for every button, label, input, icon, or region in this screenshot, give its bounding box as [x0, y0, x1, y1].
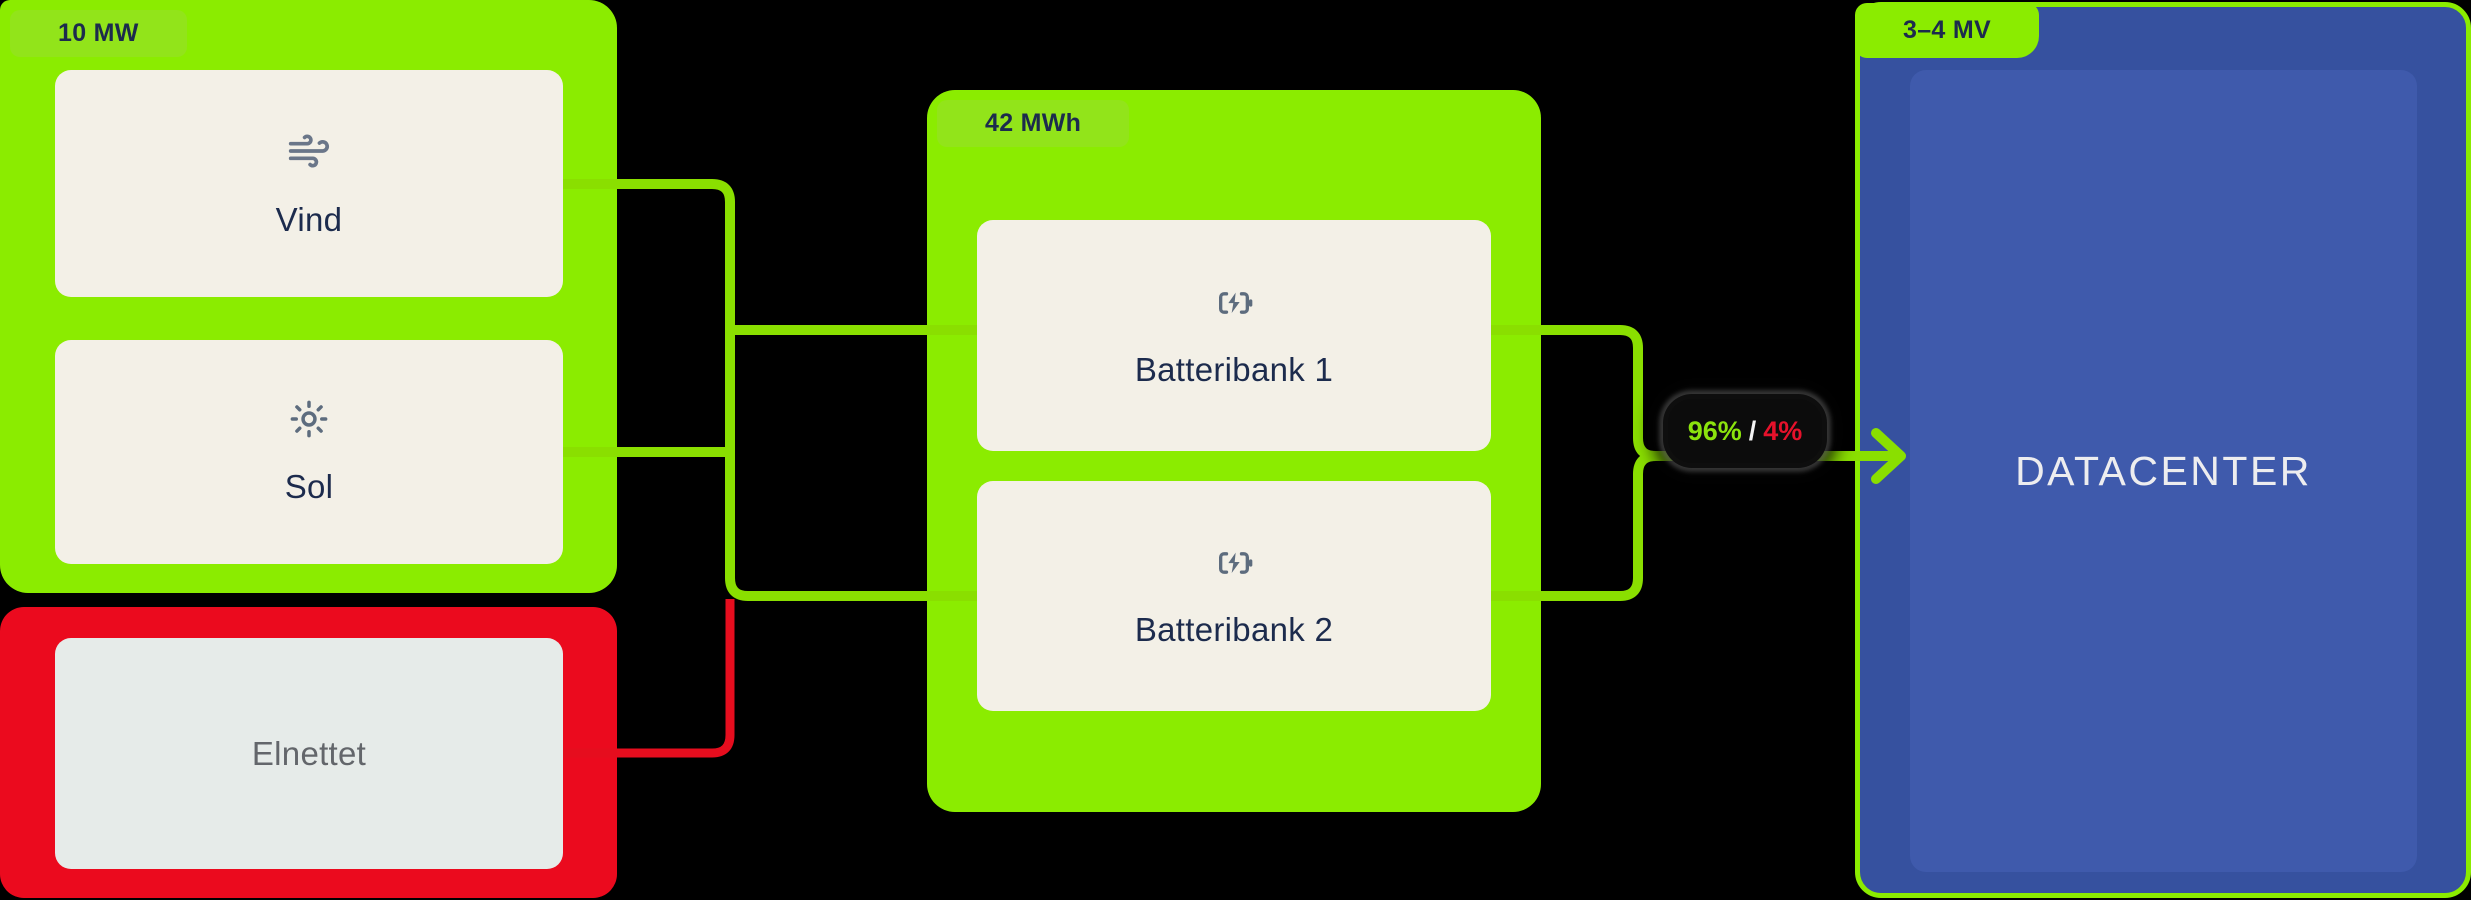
datacenter-capacity-tag: 3–4 MV: [1855, 3, 2039, 58]
flow-split-label: 96% / 4%: [1668, 399, 1822, 463]
grid-container: Elnettet: [0, 607, 617, 898]
batteribank1-label: Batteribank 1: [1134, 350, 1334, 388]
datacenter-panel: DATACENTER: [1910, 70, 2417, 872]
battery-capacity-tag: 42 MWh: [937, 100, 1130, 147]
vind-label: Vind: [275, 200, 343, 238]
sol-box: Sol: [55, 340, 563, 564]
generation-container: 10 MW Vind Sol: [0, 0, 617, 593]
datacenter-label: DATACENTER: [2015, 447, 2312, 494]
datacenter-container: 3–4 MV DATACENTER: [1855, 2, 2471, 898]
battery-container: 42 MWh Batteribank 1 Batteribank 2: [927, 90, 1541, 812]
sun-icon: [290, 400, 328, 438]
renewable-percentage: 96%: [1687, 415, 1742, 446]
sol-label: Sol: [284, 468, 334, 505]
batteribank2-label: Batteribank 2: [1134, 611, 1334, 648]
percentage-separator: /: [1748, 415, 1757, 446]
vind-box: Vind: [55, 70, 563, 297]
wind-icon: [288, 134, 330, 167]
battery-charging-icon: [1219, 552, 1253, 574]
battery-charging-icon: [1219, 291, 1253, 314]
generation-capacity-tag: 10 MW: [10, 10, 187, 57]
batteribank2-box: Batteribank 2: [977, 481, 1491, 711]
elnettet-box: Elnettet: [55, 638, 563, 869]
elnettet-label: Elnettet: [251, 734, 367, 772]
vind-trunk-wire: [563, 179, 977, 601]
batteribank1-box: Batteribank 1: [977, 220, 1491, 451]
grid-percentage: 4%: [1763, 415, 1803, 446]
